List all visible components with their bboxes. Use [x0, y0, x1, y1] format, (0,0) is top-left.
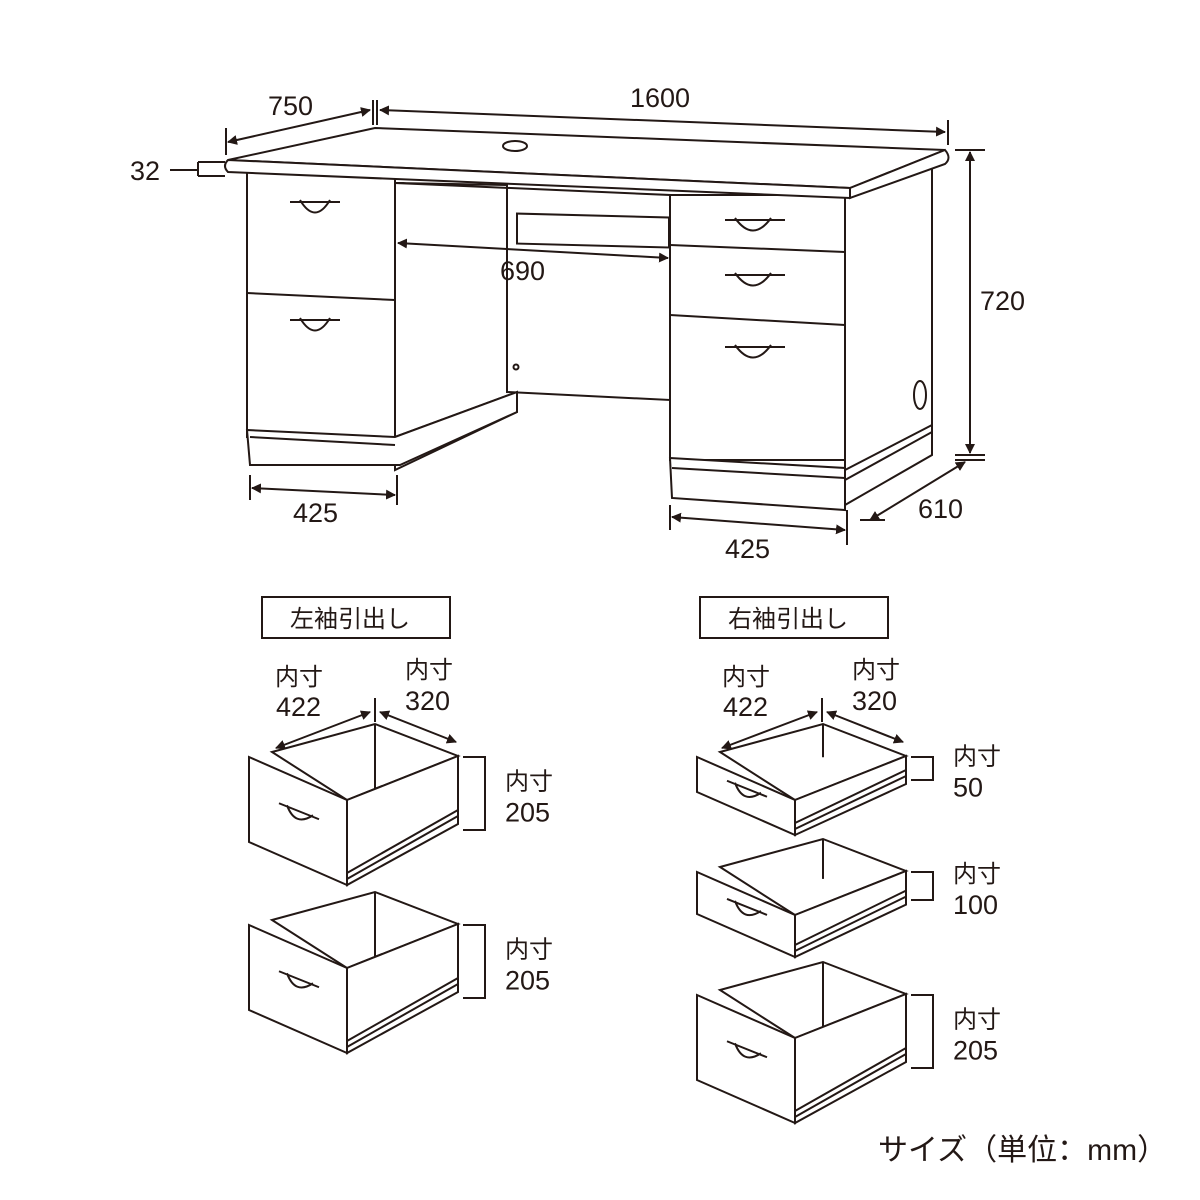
top-thickness-label: 32 [130, 156, 160, 186]
center-drawer [516, 212, 670, 249]
inner-prefix: 内寸 [953, 744, 1001, 771]
left-width-prefix: 内寸 [275, 664, 323, 691]
left-base [245, 390, 518, 466]
unit-note: サイズ（単位：mm） [878, 1134, 1167, 1167]
handle-icon [726, 779, 768, 798]
inner-prefix: 内寸 [505, 937, 553, 964]
depth-label: 750 [268, 91, 313, 121]
left-drawer-width: 422 [276, 692, 321, 722]
inner-height: 100 [953, 890, 998, 920]
cable-grommet [502, 140, 528, 152]
pedestal-depth-label: 610 [918, 494, 963, 524]
inner-prefix: 内寸 [953, 1007, 1001, 1034]
left-pedestal-width-label: 425 [293, 498, 338, 528]
handle-icon [278, 970, 320, 989]
handle-icon [726, 897, 768, 917]
left-drawer-1 [248, 722, 461, 887]
left-drawer-2 [248, 890, 461, 1055]
drawer-front [248, 923, 348, 1055]
right-pedestal-width-label: 425 [725, 534, 770, 564]
desk-dimensions: 750 1600 32 720 690 425 425 610 [130, 83, 1025, 564]
handle-icon [726, 1040, 768, 1059]
right-drawer-depth: 320 [852, 686, 897, 716]
drawer-handles [290, 199, 785, 359]
inner-prefix: 内寸 [953, 861, 1001, 888]
left-drawers-title-box [261, 596, 451, 639]
inner-prefix: 内寸 [505, 769, 553, 796]
right-depth-prefix: 内寸 [852, 657, 900, 684]
right-drawers-title: 右袖引出し [728, 606, 848, 633]
inner-height: 50 [953, 773, 983, 803]
right-pedestal [669, 194, 846, 461]
left-drawer-depth: 320 [405, 686, 450, 716]
right-drawer-3 [696, 960, 909, 1125]
right-base [668, 456, 846, 512]
desk-illustration [224, 126, 950, 512]
right-drawer-width: 422 [723, 692, 768, 722]
left-pedestal [246, 171, 396, 438]
inner-height: 205 [953, 1036, 998, 1066]
inner-height: 205 [505, 966, 550, 996]
left-depth-prefix: 内寸 [405, 657, 453, 684]
right-width-prefix: 内寸 [722, 664, 770, 691]
left-drawers-title: 左袖引出し [290, 606, 410, 633]
right-drawer-2 [696, 837, 909, 959]
right-drawers-title-box [699, 596, 889, 639]
height-label: 720 [980, 286, 1025, 316]
drawer-front [248, 755, 348, 887]
right-side-panel [844, 163, 933, 507]
inner-height: 205 [505, 798, 550, 828]
right-drawer-1 [696, 722, 909, 837]
width-label: 1600 [630, 83, 690, 113]
handle-icon [278, 802, 320, 821]
knee-space-label: 690 [500, 256, 545, 286]
drawer-front [696, 993, 796, 1125]
